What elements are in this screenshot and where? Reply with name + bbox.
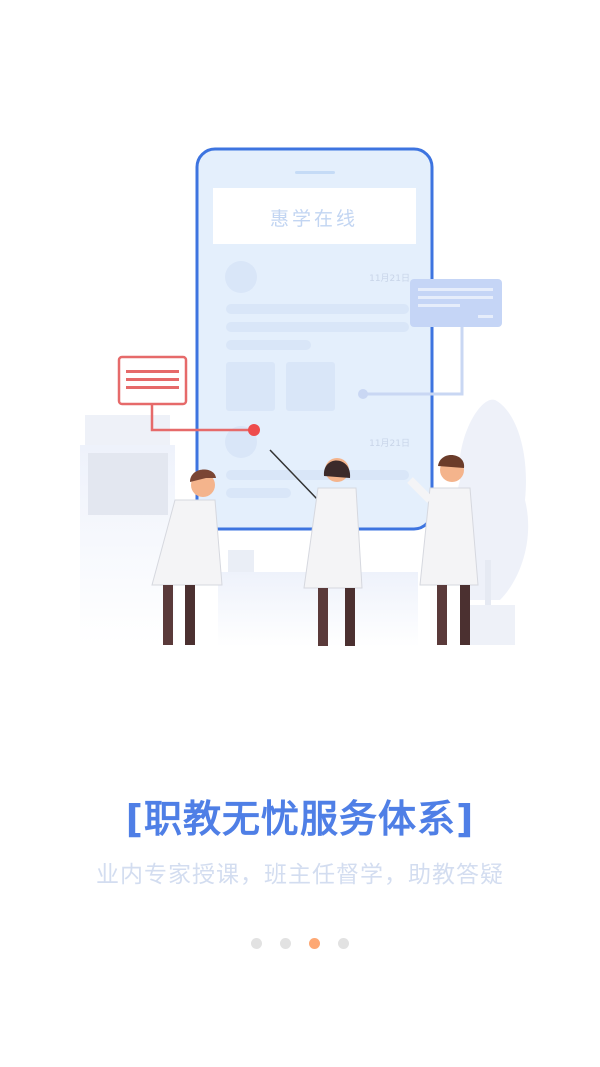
svg-text:11月21日: 11月21日 — [369, 438, 410, 449]
svg-text:11月21日: 11月21日 — [369, 273, 410, 284]
person-left — [151, 469, 223, 645]
page-dot-1[interactable] — [251, 938, 262, 949]
page-dot-4[interactable] — [338, 938, 349, 949]
app-name: 惠学在线 — [270, 208, 358, 230]
person-right — [407, 454, 479, 645]
onboarding-illustration: 惠学在线 11月21日 11月21日 — [80, 147, 529, 647]
person-middle — [269, 449, 363, 646]
page-indicator — [0, 938, 600, 949]
onboarding-subtitle: 业内专家授课，班主任督学，助教答疑 — [96, 862, 504, 888]
page-dot-3-active[interactable] — [309, 938, 320, 949]
page-dot-2[interactable] — [280, 938, 291, 949]
onboarding-title: [职教无忧服务体系] — [125, 797, 475, 841]
